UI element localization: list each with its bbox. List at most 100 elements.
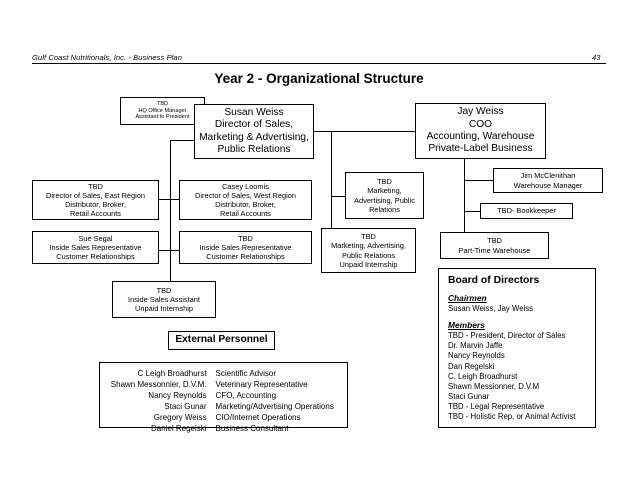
node-external-personnel-header[interactable]: External Personnel [168, 331, 275, 350]
node-line: External Personnel [175, 334, 268, 346]
node-line: Inside Sales Representative [49, 242, 142, 252]
node-line: Private-Label Business [428, 143, 533, 155]
node-line: Jay Weiss [457, 106, 504, 118]
node-line: TBD- Bookkeeper [497, 206, 556, 216]
node-line: Inside Sales Representative [199, 242, 292, 252]
node-line: Unpaid Internship [339, 259, 398, 269]
board-chairmen-item: Susan Weiss, Jay Weiss [448, 304, 534, 313]
board-title: Board of Directors [448, 275, 540, 286]
board-member-item: Dr. Marvin Jaffe [448, 341, 503, 351]
node-line: Advertising, Public [354, 195, 415, 205]
node-line: Director of Sales, West Region [195, 190, 296, 200]
board-member-item: Nancy Reynolds [448, 351, 505, 361]
connector-jay-trunk [464, 158, 465, 248]
board-member-item: TBD - Legal Representative [448, 402, 545, 411]
node-line: Susan Weiss [224, 106, 284, 118]
board-member-item: C. Leigh Broadhurst [448, 371, 518, 381]
page-number: 43 [592, 53, 601, 62]
node-line: TBD [88, 181, 103, 191]
external-personnel-rows: C Leigh Broadhurst Scientific Advisor Sh… [108, 369, 337, 435]
board-of-directors-panel: Board of Directors Chairmen Susan Weiss,… [438, 268, 596, 428]
board-members-label: Members [448, 320, 485, 331]
table-row: C Leigh Broadhurst Scientific Advisor [108, 369, 337, 380]
document-header-left: Gulf Coast Nutritionals, Inc. - Business… [32, 53, 182, 62]
connector-jay-to-bookkeeper [464, 211, 493, 212]
node-line: Jim McClenithan [520, 171, 576, 181]
external-personnel-table: C Leigh Broadhurst Scientific Advisor Sh… [99, 362, 348, 433]
node-line: Retail Accounts [220, 209, 271, 219]
node-line: Accounting, Warehouse [426, 131, 535, 142]
node-line: Unpaid Internship [135, 304, 193, 314]
external-person-name: Shawn Messonnier, D.V.M. [110, 379, 207, 389]
node-tbd-marketing-intern[interactable]: TBD Marketing, Advertising, Public Relat… [321, 228, 416, 273]
node-line: Warehouse Manager [513, 180, 583, 190]
table-row: Staci Gunar Marketing/Advertising Operat… [108, 402, 337, 413]
connector-jay-to-warehouse-mgr [464, 180, 493, 181]
node-tbd-inside-sales-assistant[interactable]: TBD Inside Sales Assistant Unpaid Intern… [112, 281, 216, 318]
node-line: Director of Sales, East Region [46, 190, 145, 200]
node-line: Distributor, Broker, [65, 200, 126, 209]
node-tbd-bookkeeper[interactable]: TBD- Bookkeeper [480, 203, 573, 219]
external-person-name: Staci Gunar [164, 401, 207, 411]
node-director-sales-east[interactable]: TBD Director of Sales, East Region Distr… [32, 180, 159, 220]
board-member-item: TBD - President, Director of Sales [448, 331, 566, 341]
connector-susan-to-jay [313, 131, 431, 132]
node-jim-mcclenithan[interactable]: Jim McClenithan Warehouse Manager [493, 168, 603, 193]
external-person-role: Marketing/Advertising Operations [215, 401, 334, 411]
node-line: COO [468, 118, 493, 130]
node-line: Marketing, [367, 186, 402, 196]
node-susan-weiss[interactable]: Susan Weiss Director of Sales, Marketing… [194, 104, 314, 159]
external-person-role: Scientific Advisor [215, 369, 277, 378]
page-title: Year 2 - Organizational Structure [214, 71, 424, 86]
external-person-name: Gregory Weiss [153, 412, 207, 422]
board-member-item: TBD - Holistic Rep, or Animal Activist [448, 412, 576, 422]
external-person-role: Business Consultant [215, 423, 289, 433]
board-member-item: Shawn Messionner, D.V.M [448, 381, 540, 391]
connector-trunk-to-marketing [331, 196, 345, 197]
node-line: Inside Sales Assistant [128, 294, 200, 304]
node-line: Director of Sales, [214, 119, 294, 131]
node-casey-loomis[interactable]: Casey Loomis Director of Sales, West Reg… [179, 180, 312, 220]
external-person-name: Nancy Reynolds [148, 390, 207, 400]
node-line: TBD [487, 236, 502, 246]
node-line: Relations [369, 204, 400, 214]
table-row: Daniel Regelski Business Consultant [108, 424, 337, 435]
node-tbd-inside-sales-rep[interactable]: TBD Inside Sales Representative Customer… [179, 231, 312, 264]
connector-trunk-to-directors [159, 199, 195, 200]
board-member-item: Staci Gunar [448, 391, 490, 401]
node-line: TBD [156, 285, 172, 295]
node-line: Marketing & Advertising, [199, 131, 309, 143]
node-line: Public Relations [342, 250, 395, 260]
external-person-role: CFO, Accounting [215, 390, 277, 400]
node-line: Customer Relationships [56, 252, 135, 262]
node-line: TBD [377, 177, 392, 187]
board-member-item: Dan Regelski [448, 361, 495, 371]
connector-susan-trunk-top [170, 140, 195, 141]
external-person-name: Daniel Regelski [150, 423, 207, 433]
header-divider [32, 63, 606, 64]
table-row: Shawn Messonnier, D.V.M. Veterinary Repr… [108, 380, 337, 391]
node-line: Assistant to President [135, 114, 190, 121]
node-jay-weiss[interactable]: Jay Weiss COO Accounting, Warehouse Priv… [415, 103, 546, 159]
node-line: TBD [156, 100, 169, 107]
external-person-name: C Leigh Broadhurst [137, 369, 207, 378]
node-line: Retail Accounts [70, 209, 121, 219]
connector-susan-trunk [170, 140, 171, 281]
node-line: TBD [361, 232, 376, 242]
node-line: Marketing, Advertising, [331, 241, 406, 251]
node-sue-segal[interactable]: Sue Segal Inside Sales Representative Cu… [32, 231, 159, 264]
node-line: Casey Loomis [222, 181, 269, 191]
board-chairmen-label: Chairmen [448, 293, 487, 303]
node-tbd-part-time-warehouse[interactable]: TBD Part-Time Warehouse [440, 232, 549, 259]
node-tbd-marketing[interactable]: TBD Marketing, Advertising, Public Relat… [345, 172, 424, 219]
node-line: Customer Relationships [206, 252, 285, 262]
node-line: Distributor, Broker, [215, 200, 276, 209]
node-line: Part-Time Warehouse [458, 245, 531, 255]
node-hq-office-manager[interactable]: TBD HQ Office Manager Assistant to Presi… [120, 97, 205, 125]
node-line: HQ Office Manager [138, 107, 187, 114]
external-person-role: Veterinary Representative [215, 379, 308, 389]
external-person-role: CIO/Internet Operations [215, 412, 301, 422]
table-row: Gregory Weiss CIO/Internet Operations [108, 413, 337, 424]
table-row: Nancy Reynolds CFO, Accounting [108, 391, 337, 402]
